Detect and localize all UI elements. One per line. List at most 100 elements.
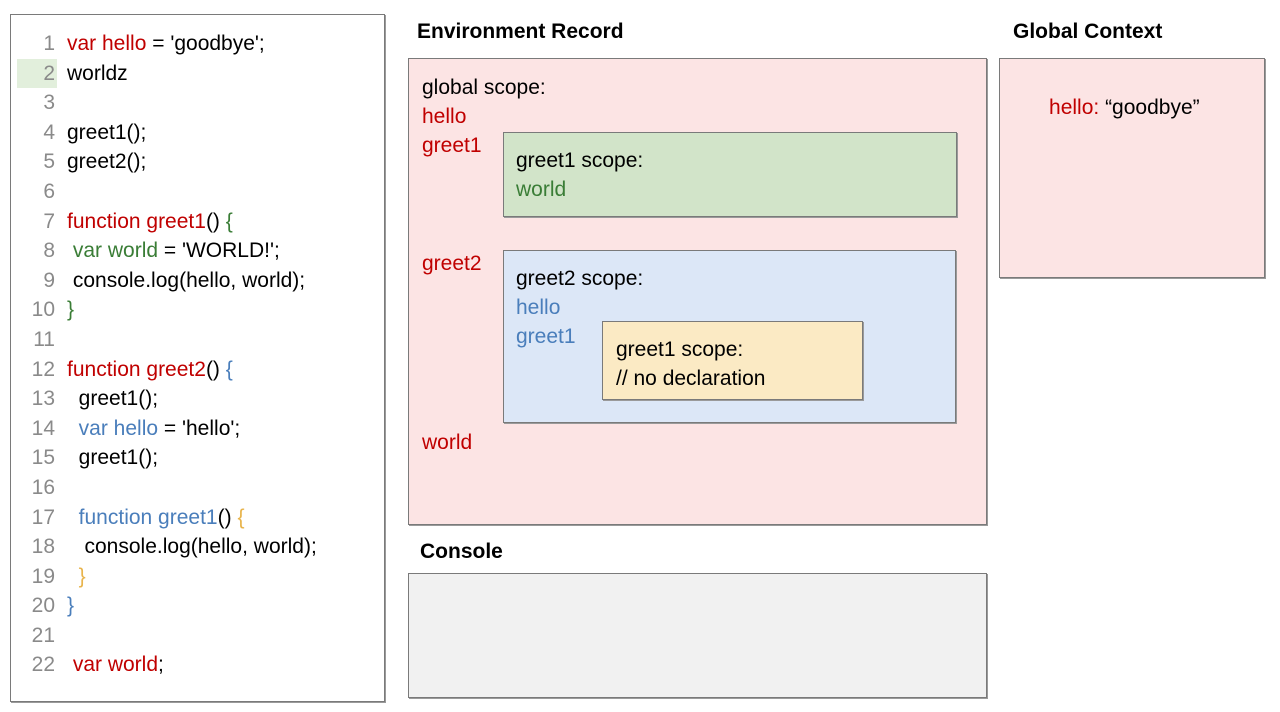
greet1-scope-label: greet1 scope: [516, 149, 644, 172]
code-token: { [225, 357, 233, 381]
code-token: var world [67, 653, 159, 677]
code-token: greet1(); [67, 120, 147, 144]
global-var-greet2: greet2 [422, 252, 482, 275]
greet2-var-greet1: greet1 [516, 325, 576, 348]
code-line-text: console.log(hello, world); [57, 266, 305, 296]
line-number: 18 [31, 535, 55, 559]
code-line-text: worldz [57, 59, 128, 89]
code-line-text: var world; [57, 650, 164, 680]
greet2-scope-box: greet2 scope: hello greet1 greet1 scope:… [503, 250, 956, 423]
code-token: function greet1 [67, 209, 206, 233]
greet1-inner-no-declaration-note: // no declaration [616, 367, 766, 390]
code-token: var hello [67, 32, 147, 55]
code-line[interactable]: 22 var world; [17, 650, 378, 680]
code-line-text: greet1(); [57, 384, 158, 414]
environment-record-box: global scope: hello greet1 greet2 world … [408, 58, 987, 525]
global-context-entry-key: hello: [1049, 96, 1100, 119]
greet1-scope-box: greet1 scope: world [503, 132, 957, 217]
code-token: var world [72, 239, 159, 263]
code-token: () [217, 505, 238, 529]
code-line[interactable]: 5 greet2(); [17, 147, 378, 177]
code-token [67, 417, 79, 440]
code-token: { [225, 209, 233, 233]
code-line[interactable]: 6 [17, 177, 378, 207]
code-line[interactable]: 9 console.log(hello, world); [17, 266, 378, 296]
code-line-text: var hello = 'hello'; [57, 414, 241, 444]
code-token: ; [158, 653, 164, 677]
code-line[interactable]: 10} [17, 295, 378, 325]
global-context-title: Global Context [1013, 20, 1163, 43]
greet1-inner-scope-label: greet1 scope: [616, 338, 744, 361]
console-box[interactable] [408, 573, 987, 698]
code-line[interactable]: 11 [17, 325, 378, 355]
code-line[interactable]: 20} [17, 591, 378, 621]
line-number: 17 [31, 505, 55, 529]
code-line-text: } [57, 591, 74, 621]
code-line[interactable]: 8 var world = 'WORLD!'; [17, 236, 378, 266]
code-line-text: console.log(hello, world); [57, 532, 317, 562]
environment-record-title: Environment Record [417, 20, 624, 43]
console-title: Console [420, 540, 503, 563]
code-line-text: } [57, 295, 74, 325]
line-number: 12 [31, 357, 55, 381]
code-token: = 'WORLD!'; [158, 239, 280, 263]
global-var-hello: hello [422, 105, 467, 128]
code-token: } [67, 298, 75, 322]
greet1-var-world: world [516, 178, 567, 201]
code-line[interactable]: 3 [17, 88, 378, 118]
line-number: 9 [43, 268, 55, 292]
code-line[interactable]: 13 greet1(); [17, 384, 378, 414]
code-token: () [205, 357, 226, 381]
code-token: function greet2 [67, 357, 206, 381]
code-line-text: greet1(); [57, 118, 146, 148]
greet2-var-hello: hello [516, 296, 561, 319]
code-line[interactable]: 14 var hello = 'hello'; [17, 414, 378, 444]
line-number: 3 [43, 91, 55, 115]
line-number: 11 [33, 327, 55, 351]
line-number: 14 [31, 416, 55, 440]
global-context-entry-value: “goodbye” [1105, 96, 1200, 119]
code-token: } [78, 564, 86, 588]
greet2-scope-label: greet2 scope: [516, 267, 644, 290]
code-line[interactable]: 19 } [17, 562, 378, 592]
code-line-text: var world = 'WORLD!'; [57, 236, 280, 266]
code-line[interactable]: 15 greet1(); [17, 443, 378, 473]
code-line[interactable]: 21 [17, 621, 378, 651]
line-number: 13 [31, 387, 55, 411]
code-line-text: var hello = 'goodbye'; [57, 29, 265, 59]
code-token: () [205, 209, 226, 233]
line-number: 1 [43, 32, 55, 55]
line-number: 5 [43, 150, 55, 174]
code-token: console.log(hello, world); [67, 268, 306, 292]
code-line-text: greet1(); [57, 443, 158, 473]
line-number: 21 [31, 623, 55, 647]
line-number: 16 [31, 475, 55, 499]
code-token: { [237, 505, 245, 529]
code-line-text: } [57, 562, 86, 592]
code-token: } [67, 594, 75, 618]
line-number: 2 [17, 58, 57, 89]
code-line-text: function greet2() { [57, 355, 233, 385]
line-number: 4 [43, 120, 55, 144]
line-number: 22 [31, 653, 55, 677]
line-number: 7 [43, 209, 55, 233]
global-scope-label: global scope: [422, 76, 546, 99]
line-number: 20 [31, 594, 55, 618]
code-token: console.log(hello, world); [67, 535, 317, 559]
code-token: = 'goodbye'; [146, 32, 265, 55]
code-line[interactable]: 4 greet1(); [17, 118, 378, 148]
code-line[interactable]: 7 function greet1() { [17, 207, 378, 237]
code-line-text: greet2(); [57, 147, 146, 177]
code-line[interactable]: 18 console.log(hello, world); [17, 532, 378, 562]
line-number: 19 [31, 564, 55, 588]
code-line[interactable]: 16 [17, 473, 378, 503]
greet1-inner-scope-box: greet1 scope: // no declaration [602, 321, 863, 400]
code-token: greet2(); [67, 150, 147, 174]
code-token [67, 565, 79, 588]
code-line[interactable]: 17 function greet1() { [17, 503, 378, 533]
